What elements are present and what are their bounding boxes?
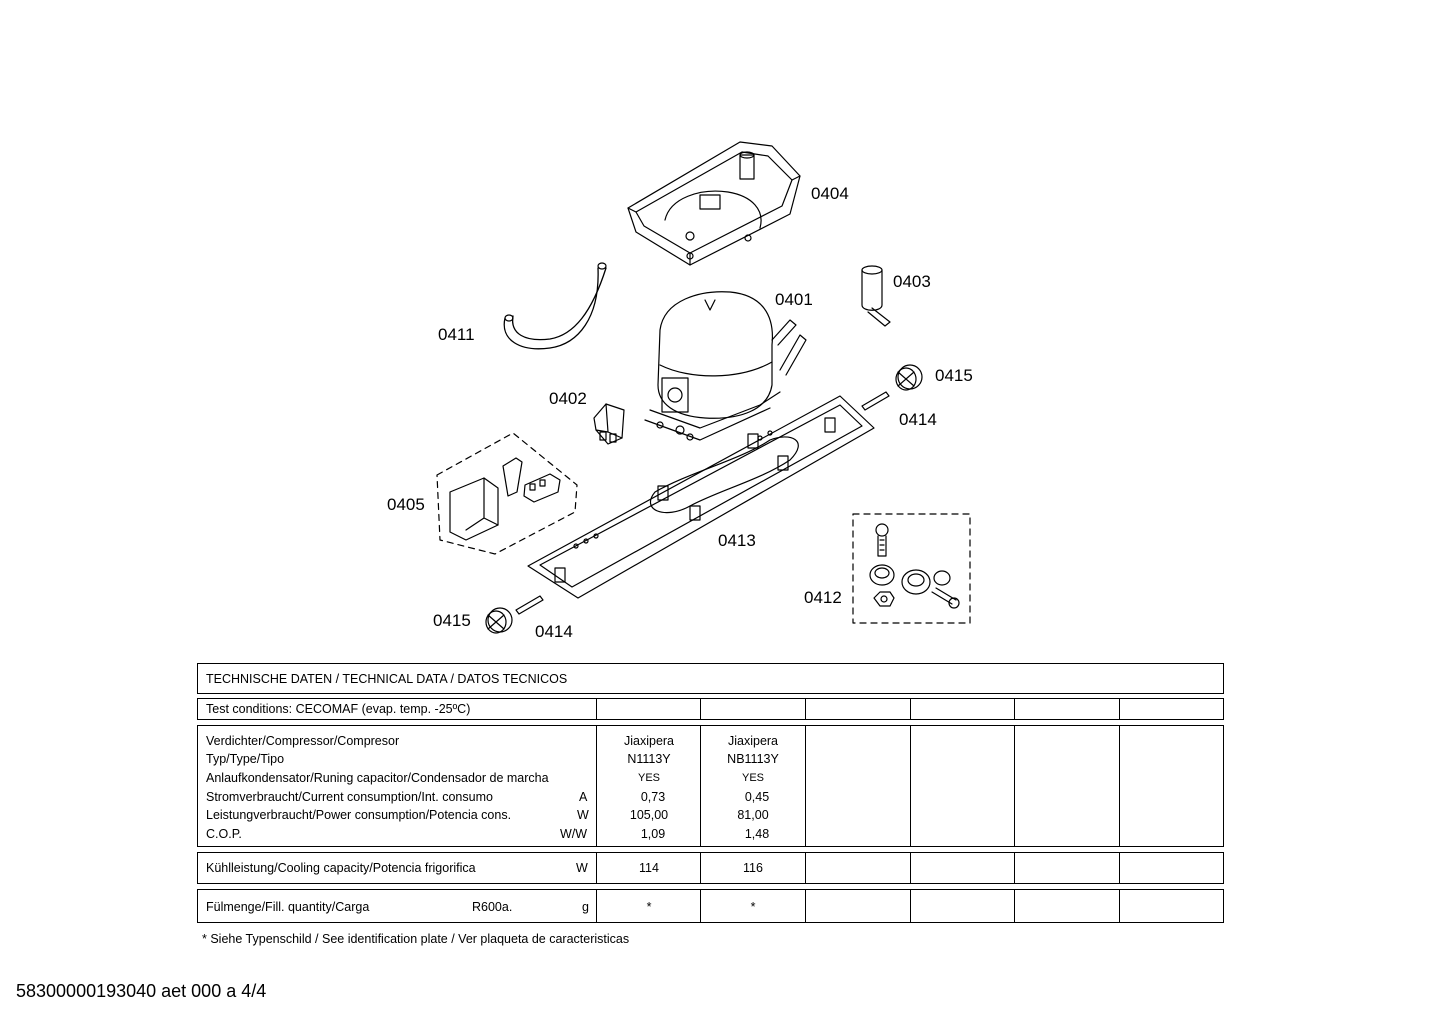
col1-current: 0,73 (640, 790, 666, 804)
part-label-0413: 0413 (718, 531, 756, 550)
relay-0402 (593, 403, 625, 445)
col1-capacitor: YES (637, 772, 660, 784)
mounting-rail-0413 (527, 395, 875, 599)
row-label-current: Stromverbraucht/Current consumption/Int.… (206, 790, 493, 804)
col2-current: 0,45 (744, 790, 770, 804)
part-label-0415-right: 0415 (935, 366, 973, 385)
document-id: 58300000193040 aet 000 a 4/4 (16, 981, 267, 1001)
unit-fill: g (582, 900, 589, 914)
col2-capacitor: YES (741, 772, 764, 784)
fill-refrigerant: R600a. (472, 900, 513, 914)
col1-cop: 1,09 (640, 827, 666, 841)
col1-compressor: Jiaxipera (623, 734, 675, 748)
cover-box-0404 (627, 141, 801, 266)
foot-0415-left (485, 607, 513, 634)
table-title-box: TECHNISCHE DATEN / TECHNICAL DATA / DATO… (197, 663, 1224, 694)
part-label-0401: 0401 (775, 290, 813, 309)
part-label-0405: 0405 (387, 495, 425, 514)
hose-0411 (503, 262, 607, 350)
parts-diagram (436, 141, 971, 634)
row-label-cop: C.O.P. (206, 827, 242, 841)
footnote: * Siehe Typenschild / See identification… (202, 932, 630, 946)
row-label-capacitor: Anlaufkondensator/Runing capacitor/Conde… (206, 771, 549, 785)
col2-cop: 1,48 (744, 827, 770, 841)
row-label-type: Typ/Type/Tipo (206, 752, 285, 766)
part-label-0415-left: 0415 (433, 611, 471, 630)
col2-fill: * (750, 900, 756, 914)
test-conditions-label: Test conditions: CECOMAF (evap. temp. -2… (206, 702, 471, 716)
part-label-0412: 0412 (804, 588, 842, 607)
part-label-0414-right: 0414 (899, 410, 937, 429)
row-label-compressor: Verdichter/Compressor/Compresor (206, 734, 400, 748)
unit-power: W (577, 808, 589, 822)
pin-0414-left (515, 595, 544, 615)
unit-cooling: W (576, 861, 588, 875)
column-1: Jiaxipera N1113Y YES 0,73 105,00 1,09 (596, 726, 674, 846)
col2-compressor: Jiaxipera (727, 734, 779, 748)
part-label-0403: 0403 (893, 272, 931, 291)
compressor-specs-block: Verdichter/Compressor/Compresor Typ/Type… (197, 725, 1224, 847)
unit-cop: W/W (560, 827, 588, 841)
row-label-fill: Fülmenge/Fill. quantity/Carga (206, 900, 370, 914)
part-label-0404: 0404 (811, 184, 849, 203)
pin-0414-right (861, 391, 890, 411)
cooling-capacity-row: Kühlleistung/Cooling capacity/Potencia f… (197, 852, 1224, 884)
unit-current: A (579, 790, 588, 804)
col1-cooling: 114 (639, 861, 659, 875)
col2-power: 81,00 (737, 808, 769, 822)
col1-power: 105,00 (629, 808, 669, 822)
col1-type: N1113Y (627, 752, 671, 766)
row-label-power: Leistungverbraucht/Power consumption/Pot… (206, 808, 512, 822)
test-conditions-row: Test conditions: CECOMAF (evap. temp. -2… (197, 698, 1224, 720)
part-label-0414-left: 0414 (535, 622, 573, 641)
compressor-0401 (644, 291, 807, 441)
col2-type: NB1113Y (727, 752, 779, 766)
part-label-0402: 0402 (549, 389, 587, 408)
capacitor-0403 (861, 265, 891, 327)
starter-group-0405 (436, 432, 578, 555)
col1-fill: * (646, 900, 652, 914)
foot-0415-right (895, 364, 923, 391)
row-label-cooling: Kühlleistung/Cooling capacity/Potencia f… (206, 861, 476, 875)
table-title: TECHNISCHE DATEN / TECHNICAL DATA / DATO… (206, 672, 568, 686)
hardware-kit-0412 (852, 513, 971, 624)
col2-cooling: 116 (743, 861, 763, 875)
column-2: Jiaxipera NB1113Y YES 0,45 81,00 1,48 (700, 726, 779, 846)
fill-quantity-row: Fülmenge/Fill. quantity/Carga R600a. g *… (197, 889, 1224, 923)
part-label-0411: 0411 (438, 325, 475, 344)
